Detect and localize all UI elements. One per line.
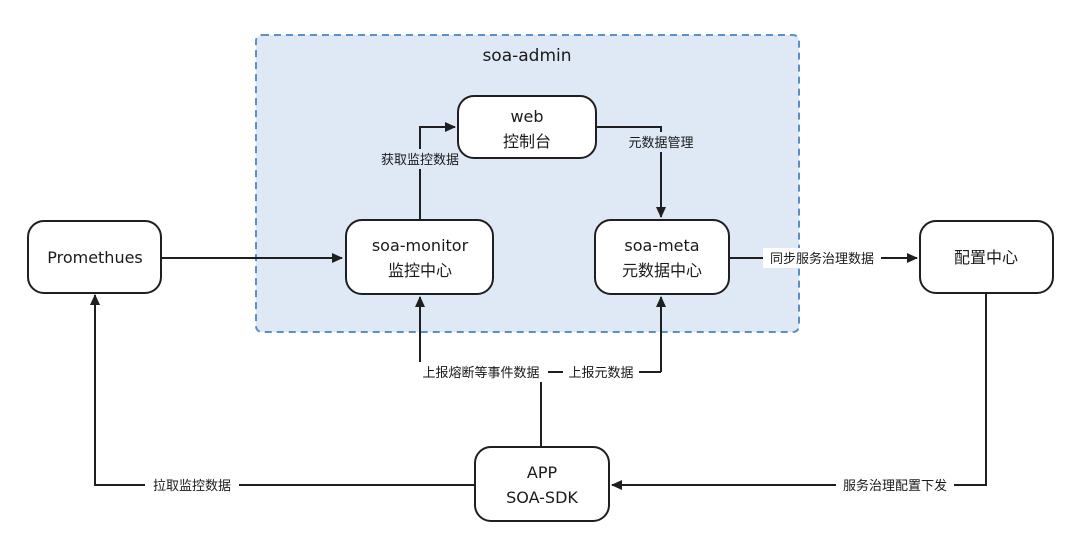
edge-label-app-to-promethues: 拉取监控数据	[153, 479, 231, 494]
node-soa-meta-line2: 元数据中心	[622, 261, 702, 280]
edge-config-to-app	[611, 293, 987, 490]
edge-label-config-to-app: 服务治理配置下发	[843, 478, 947, 494]
label-bg-app-to-promethues	[145, 475, 239, 495]
node-config-center: 配置中心	[919, 220, 1054, 294]
node-app-line1: APP	[527, 463, 558, 482]
node-app-box	[474, 446, 610, 522]
node-web: web 控制台	[457, 95, 597, 159]
label-bg-app-to-monitor	[414, 362, 548, 382]
node-web-line2: 控制台	[503, 132, 551, 151]
edge-web-to-meta	[596, 126, 666, 218]
node-promethues-line1: Promethues	[47, 248, 143, 267]
edge-label-meta-to-config: 同步服务治理数据	[770, 251, 874, 267]
node-config-center-line1: 配置中心	[954, 248, 1018, 267]
node-web-box	[457, 95, 597, 159]
edge-label-web-to-meta: 元数据管理	[628, 136, 693, 151]
label-bg-config-to-app	[836, 475, 954, 495]
node-soa-meta-box	[594, 219, 730, 295]
node-app: APP SOA-SDK	[474, 446, 610, 522]
node-soa-monitor-box	[345, 219, 494, 295]
label-bg-meta-to-config	[763, 248, 881, 268]
label-bg-web-to-meta	[624, 132, 698, 152]
edge-app-to-promethues	[90, 294, 474, 486]
node-soa-monitor-line2: 监控中心	[388, 261, 452, 280]
node-soa-monitor-line1: soa-monitor	[372, 236, 469, 255]
node-soa-meta-line1: soa-meta	[624, 236, 699, 255]
node-promethues-box	[27, 220, 162, 294]
soa-admin-group-title: soa-admin	[482, 46, 571, 66]
node-web-line1: web	[510, 107, 543, 126]
node-soa-monitor: soa-monitor 监控中心	[345, 219, 494, 295]
edge-label-app-to-meta: 上报元数据	[568, 366, 633, 381]
node-config-center-box	[919, 220, 1054, 294]
node-soa-meta: soa-meta 元数据中心	[594, 219, 730, 295]
node-app-line2: SOA-SDK	[506, 488, 578, 507]
node-promethues: Promethues	[27, 220, 162, 294]
label-bg-monitor-to-web	[375, 149, 465, 169]
label-bg-app-to-meta	[563, 362, 639, 382]
edge-monitor-to-web	[419, 122, 456, 220]
edge-label-monitor-to-web: 获取监控数据	[381, 153, 459, 168]
edge-label-app-to-monitor: 上报熔断等事件数据	[422, 365, 539, 381]
